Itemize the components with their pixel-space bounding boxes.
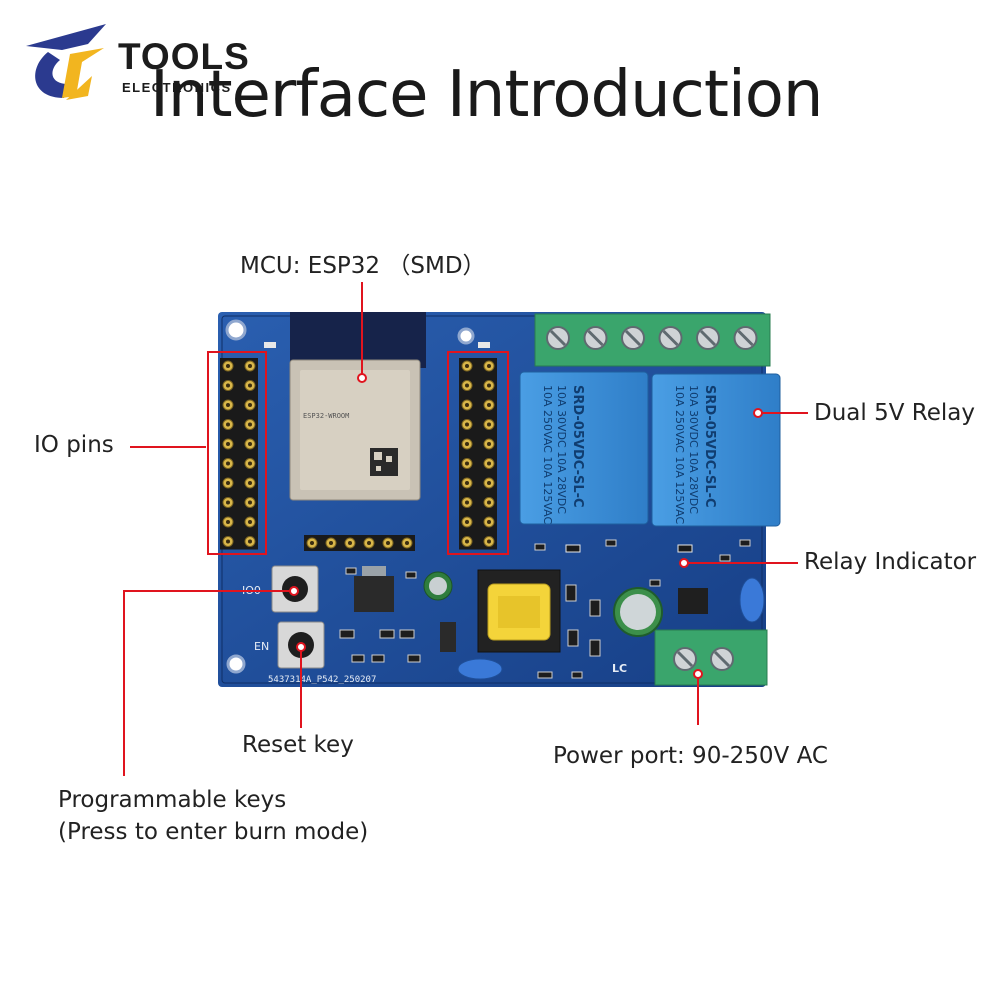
svg-text:SRD-05VDC-SL-C: SRD-05VDC-SL-C	[702, 385, 717, 508]
callout-dots	[289, 373, 763, 679]
voltage-regulator	[354, 576, 394, 612]
relay-label: Dual 5V Relay	[814, 400, 975, 426]
io-header-bottom	[304, 535, 415, 551]
en-silk: EN	[254, 640, 269, 653]
page-title: Interface Introduction	[150, 58, 823, 132]
relay-terminal-block	[534, 313, 771, 367]
mounting-hole	[226, 654, 246, 674]
callout-lines	[123, 282, 808, 776]
esp32-antenna	[290, 312, 426, 368]
io-pins-label: IO pins	[34, 432, 114, 458]
svg-text:10A 250VAC 10A 125VAC: 10A 250VAC 10A 125VAC	[541, 385, 554, 525]
reset-key-label: Reset key	[242, 732, 354, 758]
relay-indicator-label: Relay Indicator	[804, 549, 977, 575]
relay-1: 10A 250VAC 10A 125VAC 10A 30VDC 10A 28VD…	[519, 371, 649, 525]
power-port-label: Power port: 90-250V AC	[553, 743, 828, 769]
lc-silk: LC	[612, 662, 627, 675]
io-pins-highlight	[207, 351, 267, 555]
brand-name: TOOLS	[118, 36, 250, 77]
brand-tagline: ELECTRONICS	[122, 80, 232, 95]
part-code: 5437314A_P542_250207	[268, 675, 376, 685]
mcu-label: MCU: ESP32 （SMD）	[240, 253, 486, 279]
module-text: ESP32-WROOM	[303, 412, 349, 420]
svg-text:10A 30VDC 10A 28VDC: 10A 30VDC 10A 28VDC	[687, 385, 700, 514]
mounting-hole	[457, 327, 475, 345]
svg-text:10A 30VDC 10A 28VDC: 10A 30VDC 10A 28VDC	[555, 385, 568, 514]
io-header-right	[459, 358, 497, 550]
relay-2: 10A 250VAC 10A 125VAC 10A 30VDC 10A 28VD…	[651, 373, 781, 527]
x-capacitor	[739, 577, 765, 623]
relay-led	[565, 544, 581, 553]
io-header-left	[220, 358, 258, 550]
brand-logo-icon	[26, 24, 106, 100]
burn-mode-note: (Press to enter burn mode)	[58, 819, 369, 845]
programmable-keys-label: Programmable keys	[58, 787, 287, 813]
mounting-hole	[225, 319, 247, 341]
io-pins-highlight	[447, 351, 509, 555]
svg-text:SRD-05VDC-SL-C: SRD-05VDC-SL-C	[570, 385, 585, 508]
svg-text:10A 250VAC 10A 125VAC: 10A 250VAC 10A 125VAC	[673, 385, 686, 525]
relay-led	[677, 544, 693, 553]
